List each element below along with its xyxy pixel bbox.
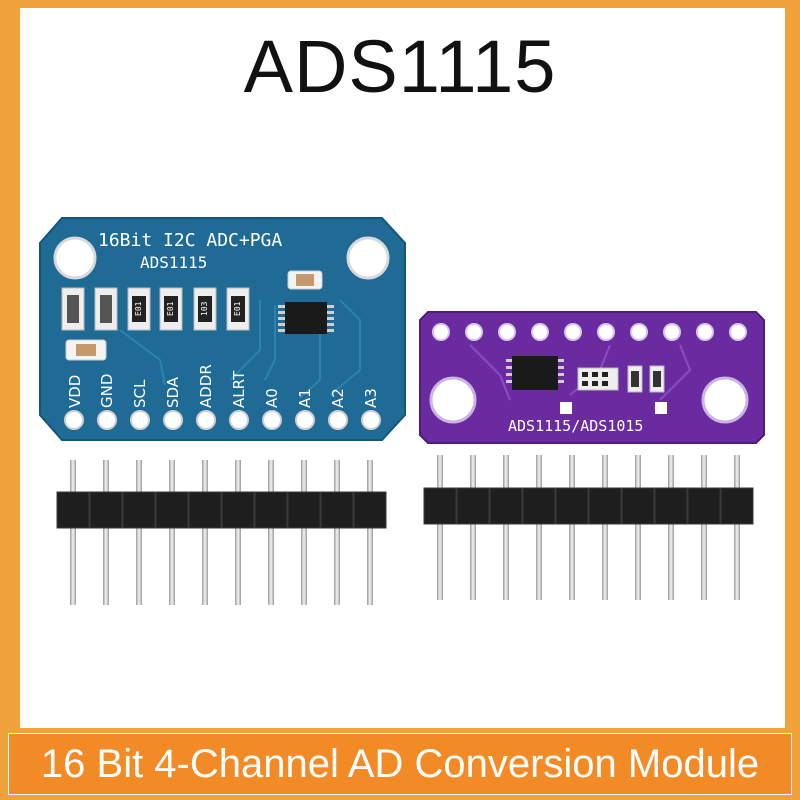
pin-label-scl: SCL <box>131 379 149 408</box>
pin-pads <box>64 410 381 430</box>
ic-chip <box>506 356 564 390</box>
blue-ads1115-board: 16Bit I2C ADC+PGA ADS1115 <box>39 217 406 441</box>
pin-label-a2: A2 <box>329 388 347 408</box>
pin-label-gnd: GND <box>98 374 116 408</box>
product-caption: 16 Bit 4-Channel AD Conversion Module <box>40 742 760 786</box>
pin-label-a1: A1 <box>296 388 314 408</box>
board-chip-label: ADS1115 <box>140 253 207 272</box>
pin-label-a3: A3 <box>362 388 380 408</box>
pin-pads <box>432 323 747 341</box>
test-pad <box>560 402 572 414</box>
resistor-array <box>577 367 619 391</box>
smd-component-row <box>61 287 250 331</box>
board-header-text: 16Bit I2C ADC+PGA <box>98 230 282 251</box>
purple-ads1115-board: ADS1115/ADS1015 <box>419 311 765 444</box>
caption-bar <box>8 733 792 795</box>
left-pin-header <box>56 460 387 605</box>
pin-label-sda: SDA <box>164 376 182 408</box>
right-pin-header <box>423 455 754 600</box>
mounting-hole <box>429 376 477 424</box>
pin-label-a0: A0 <box>263 388 281 408</box>
resistor-mark: E01 <box>166 301 175 316</box>
pin-label-addr: ADDR <box>197 364 215 408</box>
mounting-hole <box>701 376 749 424</box>
purple-board-label: ADS1115/ADS1015 <box>508 417 643 435</box>
pin-label-vdd: VDD <box>66 375 84 408</box>
product-title: ADS1115 <box>243 25 557 108</box>
resistor-mark: E01 <box>134 301 143 316</box>
ic-chip <box>278 302 334 334</box>
test-pad <box>655 402 667 414</box>
mounting-hole <box>53 236 97 280</box>
mounting-hole <box>346 236 390 280</box>
resistor-mark: E01 <box>233 301 242 316</box>
resistor-mark: 103 <box>200 301 209 316</box>
pin-label-alrt: ALRT <box>230 370 248 408</box>
